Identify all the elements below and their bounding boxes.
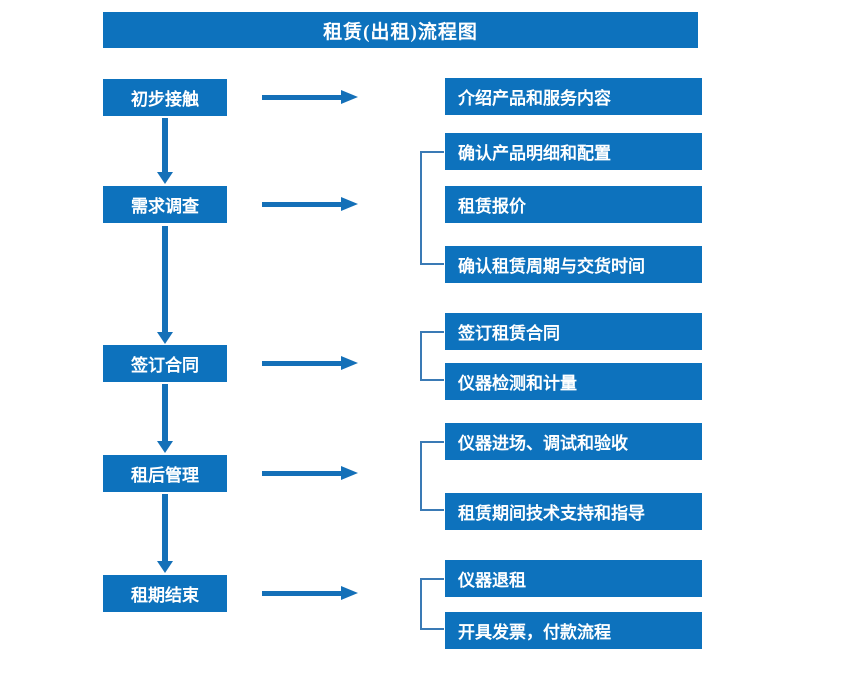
vertical-arrow-2: [157, 226, 173, 344]
detail-label: 租赁期间技术支持和指导: [458, 504, 645, 523]
detail-box-8[interactable]: 租赁期间技术支持和指导: [445, 493, 702, 530]
detail-box-2[interactable]: 确认产品明细和配置: [445, 133, 702, 170]
stage-box-1[interactable]: 初步接触: [103, 79, 227, 116]
arrow-head: [341, 356, 358, 370]
arrow-shaft: [262, 361, 342, 366]
detail-label: 确认租赁周期与交货时间: [458, 257, 645, 276]
detail-label: 仪器检测和计量: [458, 374, 577, 393]
stage-label: 租后管理: [131, 466, 199, 485]
detail-box-7[interactable]: 仪器进场、调试和验收: [445, 423, 702, 460]
arrow-head: [341, 466, 358, 480]
arrow-shaft: [262, 591, 342, 596]
stage-label: 初步接触: [131, 90, 199, 109]
detail-box-6[interactable]: 仪器检测和计量: [445, 363, 702, 400]
vertical-arrow-4: [157, 494, 173, 573]
detail-label: 仪器退租: [458, 571, 526, 590]
stage-box-5[interactable]: 租期结束: [103, 575, 227, 612]
arrow-head: [341, 90, 358, 104]
stage-box-4[interactable]: 租后管理: [103, 455, 227, 492]
arrow-head: [157, 172, 173, 184]
page-title: 租赁(出租)流程图: [323, 21, 478, 43]
detail-box-10[interactable]: 开具发票，付款流程: [445, 612, 702, 649]
stage-box-3[interactable]: 签订合同: [103, 345, 227, 382]
group-bracket-3: [420, 331, 444, 381]
arrow-shaft: [262, 471, 342, 476]
detail-box-3[interactable]: 租赁报价: [445, 186, 702, 223]
vertical-arrow-1: [157, 118, 173, 184]
arrow-head: [157, 332, 173, 344]
horizontal-arrow-1: [262, 90, 358, 104]
arrow-head: [341, 197, 358, 211]
arrow-shaft: [162, 118, 168, 172]
stage-label: 需求调查: [131, 197, 199, 216]
arrow-head: [341, 586, 358, 600]
detail-box-9[interactable]: 仪器退租: [445, 560, 702, 597]
horizontal-arrow-5: [262, 586, 358, 600]
stage-box-2[interactable]: 需求调查: [103, 186, 227, 223]
stage-label: 租期结束: [131, 586, 199, 605]
arrow-shaft: [162, 384, 168, 441]
stage-label: 签订合同: [131, 356, 199, 375]
horizontal-arrow-4: [262, 466, 358, 480]
arrow-shaft: [262, 95, 342, 100]
detail-label: 确认产品明细和配置: [458, 144, 611, 163]
detail-label: 租赁报价: [458, 197, 526, 216]
detail-box-1[interactable]: 介绍产品和服务内容: [445, 78, 702, 115]
arrow-head: [157, 441, 173, 453]
arrow-shaft: [262, 202, 342, 207]
detail-label: 开具发票，付款流程: [458, 623, 611, 642]
arrow-head: [157, 561, 173, 573]
vertical-arrow-3: [157, 384, 173, 453]
chart-title-bar: 租赁(出租)流程图: [103, 12, 698, 48]
group-bracket-5: [420, 578, 444, 630]
detail-label: 仪器进场、调试和验收: [458, 434, 628, 453]
detail-box-4[interactable]: 确认租赁周期与交货时间: [445, 246, 702, 283]
detail-label: 签订租赁合同: [458, 324, 560, 343]
detail-label: 介绍产品和服务内容: [458, 89, 611, 108]
group-bracket-4: [420, 441, 444, 511]
group-bracket-2: [420, 151, 444, 265]
horizontal-arrow-3: [262, 356, 358, 370]
horizontal-arrow-2: [262, 197, 358, 211]
arrow-shaft: [162, 494, 168, 561]
detail-box-5[interactable]: 签订租赁合同: [445, 313, 702, 350]
arrow-shaft: [162, 226, 168, 332]
